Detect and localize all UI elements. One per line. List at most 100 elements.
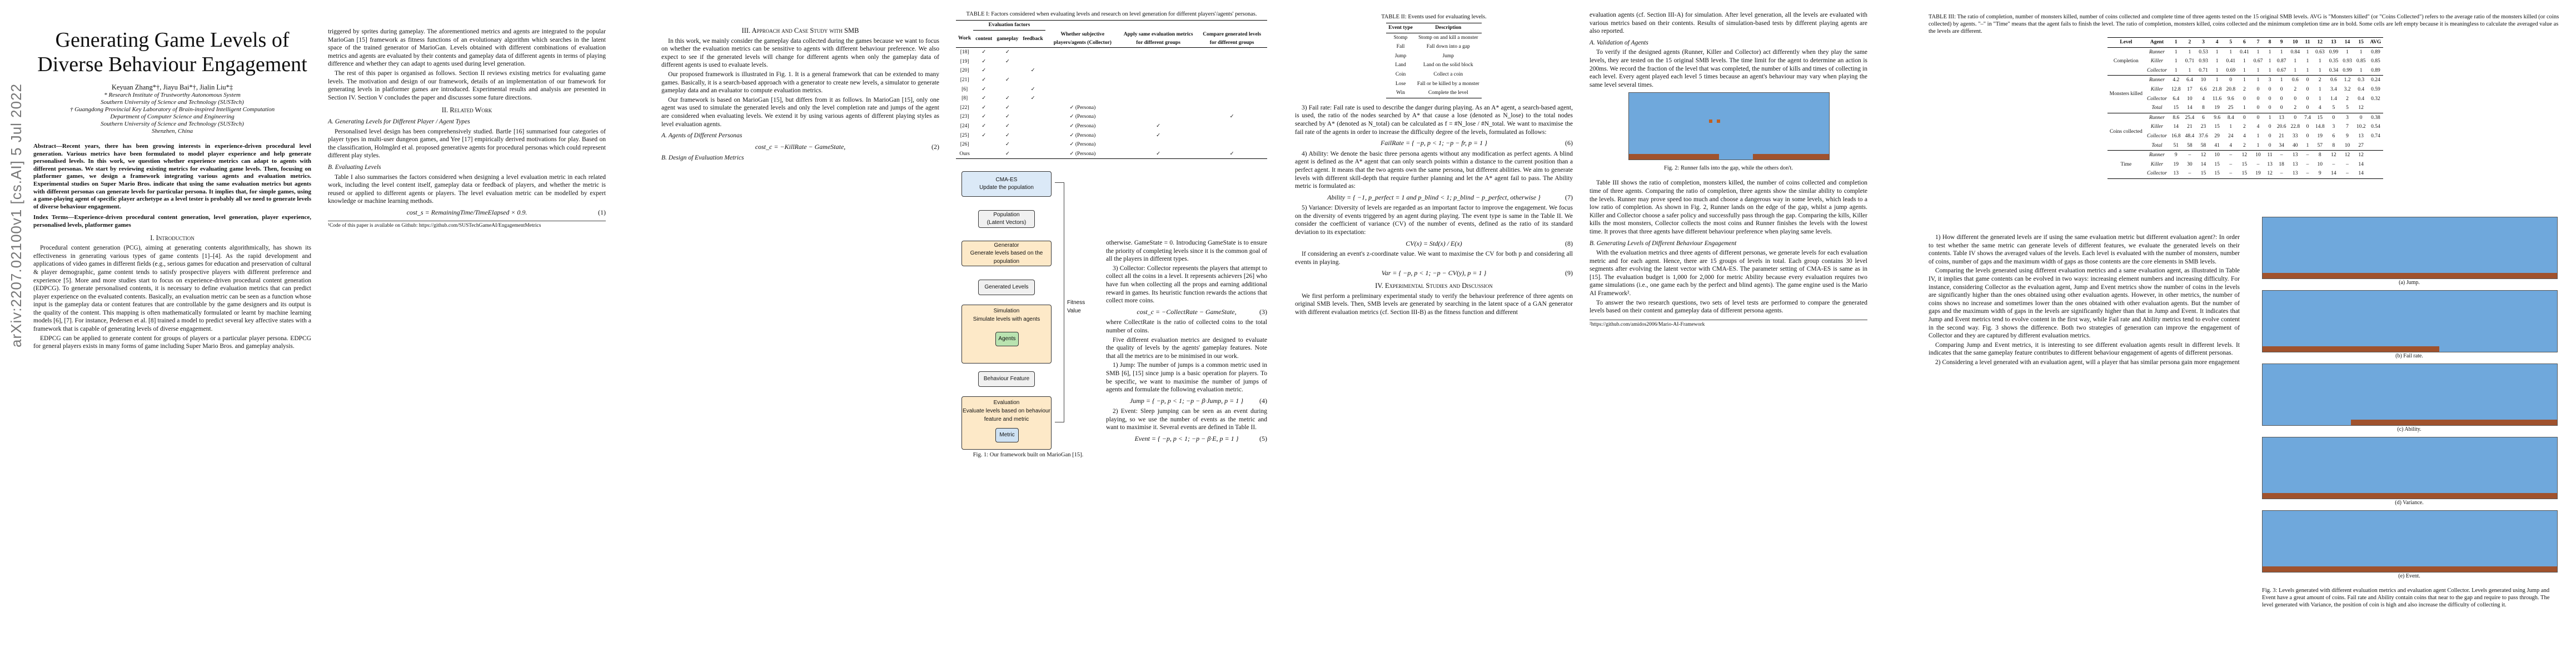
table-cell <box>994 85 1020 94</box>
table-header-cell <box>1120 21 1197 31</box>
table-cell: 1 <box>2318 96 2321 102</box>
equation-7: Ability = { −1, p_perfect = 1 and p_blin… <box>1295 193 1573 202</box>
equation-2: cost_c = −KillRate − GameState, (2) <box>661 143 939 151</box>
table-cell: 4.2 <box>2173 77 2180 83</box>
table-cell: 0 <box>2294 96 2297 102</box>
table-header-cell: 15 <box>2358 39 2364 45</box>
brick-block <box>1717 120 1721 123</box>
table-cell <box>1020 140 1045 150</box>
paragraph: otherwise. GameState = 0. Introducing Ga… <box>1106 240 1267 263</box>
feedback-arrow <box>1055 182 1064 423</box>
table-cell: Fall or be killed by a monster <box>1417 81 1479 87</box>
table-row: [21]✓✓ <box>956 76 1267 85</box>
paragraph: With the evaluation metrics and three ag… <box>1590 250 1867 297</box>
table-cell: Collector <box>2147 67 2167 73</box>
table-cell: 7 <box>2346 124 2349 130</box>
table-cell <box>1197 57 1267 67</box>
table-cell: 15 <box>2241 161 2248 167</box>
equation-3: cost_c = −CollectRate − GameState, (3) <box>1106 308 1267 316</box>
level-fail-rate <box>2262 290 2558 352</box>
table-cell: ✓ <box>981 58 986 64</box>
equation-number: (7) <box>1565 193 1573 201</box>
table-cell <box>1120 103 1197 113</box>
section-heading: III. Approach and Case Study with SMB <box>741 27 859 34</box>
table-cell: 23 <box>2200 124 2206 130</box>
table-cell: 19 <box>2173 161 2179 167</box>
table-cell: 14 <box>2358 171 2364 177</box>
metric-box: Metric <box>995 428 1019 443</box>
table-cell <box>2368 141 2383 151</box>
subsection-heading: A. Validation of Agents <box>1590 39 1648 46</box>
table-cell <box>1120 66 1197 76</box>
table-row: [6]✓✓ <box>956 85 1267 94</box>
paragraph: 2) Event: Sleep jumping can be seen as a… <box>1106 408 1267 431</box>
table-cell: 0.67 <box>2253 58 2263 64</box>
table-cell: 9 <box>2318 171 2321 177</box>
table-cell: 51 <box>2173 142 2179 148</box>
table-header-cell: Event type <box>1388 25 1413 31</box>
level-event <box>2262 510 2558 573</box>
table-cell: – <box>2188 152 2191 158</box>
table-cell: 0.85 <box>2356 58 2366 64</box>
table-cell: [22] <box>960 104 969 111</box>
table-cell: 19 <box>2317 133 2323 139</box>
table-cell: Killer <box>2150 58 2164 64</box>
table-cell: ✓ (Persona) <box>1069 151 1096 157</box>
table-cell: 0 <box>2268 86 2271 92</box>
table-cell: 0.69 <box>2226 67 2236 73</box>
subcaption: (b) Fail rate. <box>2395 353 2423 359</box>
subsection-heading: B. Design of Evaluation Metrics <box>661 155 744 162</box>
table-cell <box>2368 169 2383 178</box>
table-cell: 0.38 <box>2371 115 2380 121</box>
table-cell: ✓ <box>1030 86 1035 92</box>
table-cell: 0.93 <box>2343 58 2352 64</box>
table-cell: [25] <box>960 132 969 138</box>
subcaption: (a) Jump. <box>2399 280 2420 286</box>
table-cell: 1 <box>2215 77 2219 83</box>
equation-6: FailRate = { −p, p < 1; −p − fr, p = 1 }… <box>1295 139 1573 147</box>
table-header-cell: Whether subjective players/agents (Colle… <box>1053 32 1112 46</box>
table-cell: 6 <box>2202 115 2205 121</box>
table-cell: 1 <box>2188 49 2191 55</box>
table-cell: 1 <box>2256 67 2260 73</box>
table-cell: 6.4 <box>2186 77 2193 83</box>
table-cell: 12 <box>2358 105 2364 111</box>
table-cell: 14.8 <box>2315 124 2325 130</box>
table-cell <box>2368 160 2383 170</box>
table-header-cell: Agent <box>2150 39 2164 45</box>
table-cell: 0.6 <box>2330 77 2337 83</box>
table-cell: 0.84 <box>2290 49 2300 55</box>
fitness-value-label: Fitness Value <box>1067 300 1085 314</box>
table-cell: 8 <box>2202 105 2205 111</box>
figure-3-caption: Fig. 3: Levels generated with different … <box>2262 588 2550 608</box>
table-cell: 0.74 <box>2371 133 2380 139</box>
paragraph: evaluation agents (cf. Section III-A) fo… <box>1590 12 1867 35</box>
table-row: [8]✓✓✓ <box>956 94 1267 103</box>
table-cell: 9 <box>2346 133 2349 139</box>
table-cell <box>973 150 994 159</box>
table-group-header: Evaluation factors <box>973 20 1045 31</box>
table-cell: 10 <box>2187 96 2193 102</box>
paragraph: where CollectRate is the ratio of collec… <box>1106 319 1267 334</box>
table-cell: ✓ <box>981 96 986 102</box>
table-header-cell: 8 <box>2268 39 2271 45</box>
equation-body: Var = { −p, p < 1; −p − CV(y), p = 1 } <box>1381 269 1487 277</box>
table-cell: 0 <box>2306 133 2309 139</box>
table-header-cell: Work <box>958 36 971 42</box>
table-cell: 15 <box>2173 105 2179 111</box>
table-header-cell: 9 <box>2280 39 2283 45</box>
table-cell: 12.8 <box>2171 86 2181 92</box>
table-header-cell: content <box>975 36 993 42</box>
table-cell: 0.4 <box>2358 96 2365 102</box>
table-cell: 1 <box>2229 49 2233 55</box>
table-cell: 4 <box>2318 105 2321 111</box>
table-cell: 20.6 <box>2276 124 2286 130</box>
table-cell: – <box>2346 161 2349 167</box>
